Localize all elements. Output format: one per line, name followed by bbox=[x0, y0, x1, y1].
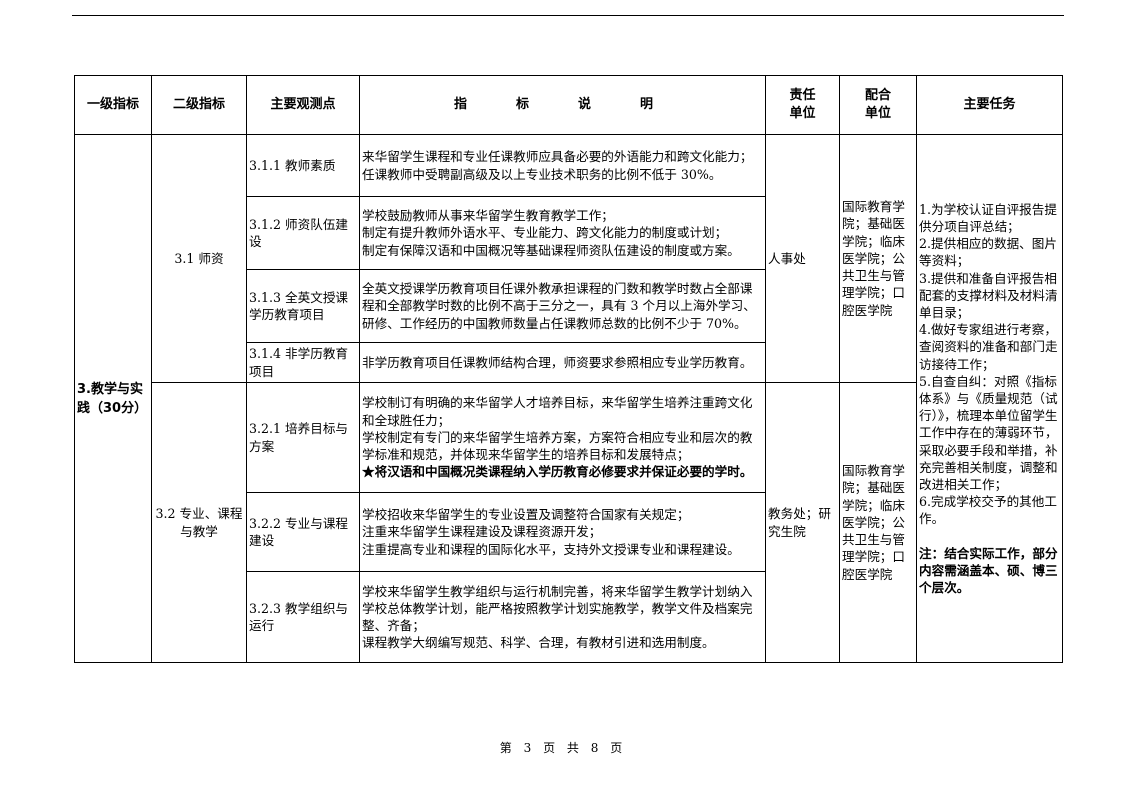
indicator-desc: 学校来华留学生教学组织与运行机制完善，将来华留学生教学计划纳入学校总体教学计划，… bbox=[359, 571, 766, 663]
indicator-desc: 学校招收来华留学生的专业设置及调整符合国家有关规定； 注重来华留学生课程建设及课… bbox=[359, 492, 766, 572]
header-indicator: 指 标 说 明 bbox=[359, 75, 766, 135]
total-page-count: 8 bbox=[590, 741, 599, 755]
header-level2: 二级指标 bbox=[151, 75, 247, 135]
table-row: 3.教学与实践（30分） 3.1 师资 3.1.1 教师素质 来华留学生课程和专… bbox=[74, 134, 1063, 663]
indicator-desc: 非学历教育项目任课教师结构合理，师资要求参照相应专业学历教育。 bbox=[359, 342, 766, 383]
indicator-desc: 来华留学生课程和专业任课教师应具备必要的外语能力和跨文化能力； 任课教师中受聘副… bbox=[359, 134, 766, 197]
observation-point: 3.1.3 全英文授课学历教育项目 bbox=[246, 269, 360, 343]
cooperating-unit-3-1: 国际教育学院；基础医学院；临床医学院；公共卫生与管理学院；口腔医学院 bbox=[839, 134, 917, 383]
indicator-table: 一级指标 二级指标 主要观测点 指 标 说 明 责任单位 配合单位 主要任务 3… bbox=[74, 75, 1063, 663]
cooperating-unit-3-2: 国际教育学院；基础医学院；临床医学院；公共卫生与管理学院；口腔医学院 bbox=[839, 382, 917, 663]
indicator-desc: 学校鼓励教师从事来华留学生教育教学工作； 制定有提升教师外语水平、专业能力、跨文… bbox=[359, 196, 766, 270]
header-indicator-text: 指 标 说 明 bbox=[453, 97, 671, 112]
header-responsible: 责任单位 bbox=[765, 75, 840, 135]
table-row: 3.2.3 教学组织与运行 学校来华留学生教学组织与运行机制完善，将来华留学生教… bbox=[75, 571, 1063, 663]
table-row: 3.1.3 全英文授课学历教育项目 全英文授课学历教育项目任课外教承担课程的门数… bbox=[75, 269, 1063, 343]
responsible-unit-3-2: 教务处；研究生院 bbox=[765, 382, 840, 663]
table-row: 3.1.2 师资队伍建设 学校鼓励教师从事来华留学生教育教学工作； 制定有提升教… bbox=[75, 196, 1063, 270]
table-row: 3.2 专业、课程与教学 3.2.1 培养目标与方案 学校制订有明确的来华留学人… bbox=[75, 382, 1063, 663]
task-item: 2.提供相应的数据、图片等资料； bbox=[919, 236, 1057, 269]
observation-point: 3.1.4 非学历教育项目 bbox=[246, 342, 360, 383]
section-3-2-label: 3.2 专业、课程与教学 bbox=[151, 382, 247, 663]
observation-point: 3.2.1 培养目标与方案 bbox=[246, 382, 360, 493]
task-note: 注：结合实际工作，部分内容需涵盖本、硕、博三个层次。 bbox=[919, 545, 1058, 596]
table-row: 3.1.4 非学历教育项目 非学历教育项目任课教师结构合理，师资要求参照相应专业… bbox=[75, 342, 1063, 383]
header-observation: 主要观测点 bbox=[246, 75, 360, 135]
header-level1: 一级指标 bbox=[74, 75, 152, 135]
table-row: 3.2.2 专业与课程建设 学校招收来华留学生的专业设置及调整符合国家有关规定；… bbox=[75, 492, 1063, 572]
section-3-1-label: 3.1 师资 bbox=[151, 134, 247, 383]
observation-point: 3.2.3 教学组织与运行 bbox=[246, 571, 360, 663]
task-item: 5.自查自纠：对照《指标体系》与《质量规范（试行）》，梳理本单位留学生工作中存在… bbox=[919, 373, 1058, 493]
level1-cell: 3.教学与实践（30分） bbox=[74, 134, 152, 663]
indicator-desc-emphasis: ★将汉语和中国概况类课程纳入学历教育必修要求并保证必要的学时。 bbox=[362, 464, 753, 480]
indicator-desc: 全英文授课学历教育项目任课外教承担课程的门数和教学时数占全部课程和全部教学时数的… bbox=[359, 269, 766, 343]
main-tasks-cell: 1.为学校认证自评报告提供分项自评总结； 2.提供相应的数据、图片等资料； 3.… bbox=[916, 134, 1063, 663]
top-rule bbox=[72, 15, 1064, 16]
page-footer: 第 3 页 共 8 页 bbox=[499, 741, 623, 755]
observation-point: 3.2.2 专业与课程建设 bbox=[246, 492, 360, 572]
header-tasks: 主要任务 bbox=[916, 75, 1063, 135]
task-item: 4.做好专家组进行考察，查阅资料的准备和部门走访接待工作； bbox=[919, 322, 1058, 372]
task-item: 3.提供和准备自评报告相配套的支撑材料及材料清单目录； bbox=[919, 270, 1058, 320]
task-item: 1.为学校认证自评报告提供分项自评总结； bbox=[919, 201, 1057, 234]
current-page-number: 3 bbox=[523, 741, 532, 755]
observation-point: 3.1.2 师资队伍建设 bbox=[246, 196, 360, 270]
header-cooperating: 配合单位 bbox=[839, 75, 917, 135]
task-item: 6.完成学校交予的其他工作。 bbox=[919, 494, 1057, 527]
responsible-unit-3-1: 人事处 bbox=[765, 134, 840, 383]
observation-point: 3.1.1 教师素质 bbox=[246, 134, 360, 197]
indicator-desc: 学校制订有明确的来华留学人才培养目标，来华留学生培养注重跨文化和全球胜任力； 学… bbox=[359, 382, 766, 493]
header-row: 一级指标 二级指标 主要观测点 指 标 说 明 责任单位 配合单位 主要任务 bbox=[74, 75, 1063, 135]
